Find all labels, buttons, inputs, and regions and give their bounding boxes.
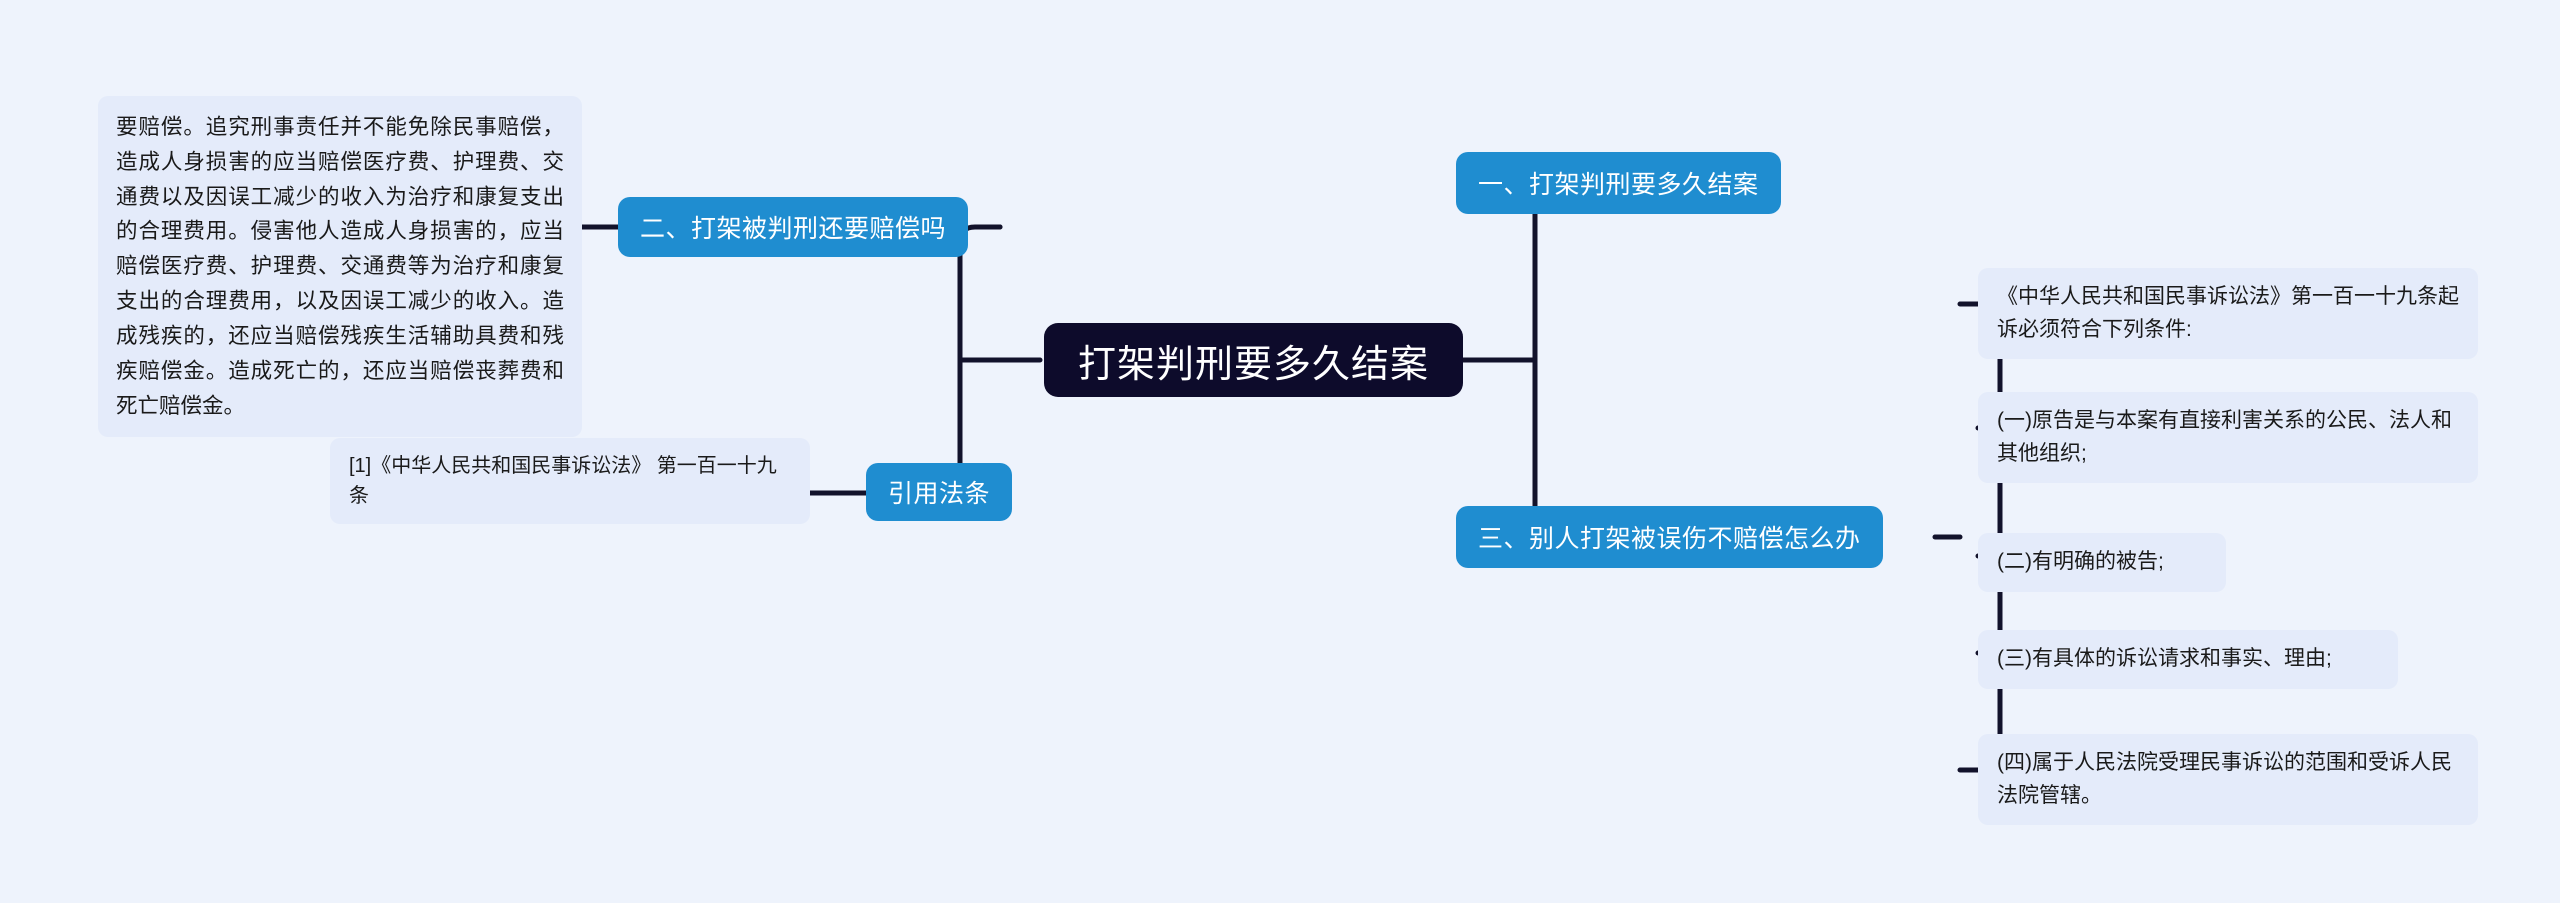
leaf-box-condition-4: (四)属于人民法院受理民事诉讼的范围和受诉人民法院管辖。 — [1978, 734, 2478, 826]
branch-node-three-label: 三、别人打架被误伤不赔偿怎么办 — [1478, 525, 1861, 553]
leaf-box-condition-intro: 《中华人民共和国民事诉讼法》第一百一十九条起诉必须符合下列条件: — [1978, 268, 2478, 360]
leaf-box-condition-intro-text: 《中华人民共和国民事诉讼法》第一百一十九条起诉必须符合下列条件: — [1997, 285, 2459, 341]
detail-box-two: 要赔偿。追究刑事责任并不能免除民事赔偿，造成人身损害的应当赔偿医疗费、护理费、交… — [98, 96, 582, 438]
leaf-box-condition-3: (三)有具体的诉讼请求和事实、理由; — [1978, 630, 2398, 689]
branch-node-two-label: 二、打架被判刑还要赔偿吗 — [640, 215, 947, 243]
root-node-label: 打架判刑要多久结案 — [1078, 343, 1430, 386]
root-node[interactable]: 打架判刑要多久结案 — [1044, 323, 1464, 397]
branch-node-two[interactable]: 二、打架被判刑还要赔偿吗 — [618, 197, 969, 257]
branch-node-three[interactable]: 三、别人打架被误伤不赔偿怎么办 — [1456, 506, 1883, 568]
detail-box-two-text: 要赔偿。追究刑事责任并不能免除民事赔偿，造成人身损害的应当赔偿医疗费、护理费、交… — [116, 115, 564, 418]
branch-node-one[interactable]: 一、打架判刑要多久结案 — [1456, 152, 1781, 214]
connector-left-bracket — [957, 224, 1003, 496]
leaf-box-condition-2-text: (二)有明确的被告; — [1997, 550, 2164, 573]
leaf-box-condition-2: (二)有明确的被告; — [1978, 533, 2226, 592]
branch-node-one-label: 一、打架判刑要多久结案 — [1478, 171, 1759, 199]
branch-node-citation[interactable]: 引用法条 — [866, 463, 1013, 521]
connector-right-bracket — [1497, 180, 1538, 540]
leaf-box-condition-1: (一)原告是与本案有直接利害关系的公民、法人和其他组织; — [1978, 392, 2478, 484]
leaf-box-condition-3-text: (三)有具体的诉讼请求和事实、理由; — [1997, 647, 2332, 670]
branch-node-citation-label: 引用法条 — [888, 480, 991, 508]
leaf-box-condition-4-text: (四)属于人民法院受理民事诉讼的范围和受诉人民法院管辖。 — [1997, 751, 2452, 807]
leaf-box-condition-1-text: (一)原告是与本案有直接利害关系的公民、法人和其他组织; — [1997, 409, 2452, 465]
detail-box-citation-text: [1]《中华人民共和国民事诉讼法》 第一百一十九条 — [349, 455, 777, 507]
detail-box-citation: [1]《中华人民共和国民事诉讼法》 第一百一十九条 — [330, 438, 810, 524]
